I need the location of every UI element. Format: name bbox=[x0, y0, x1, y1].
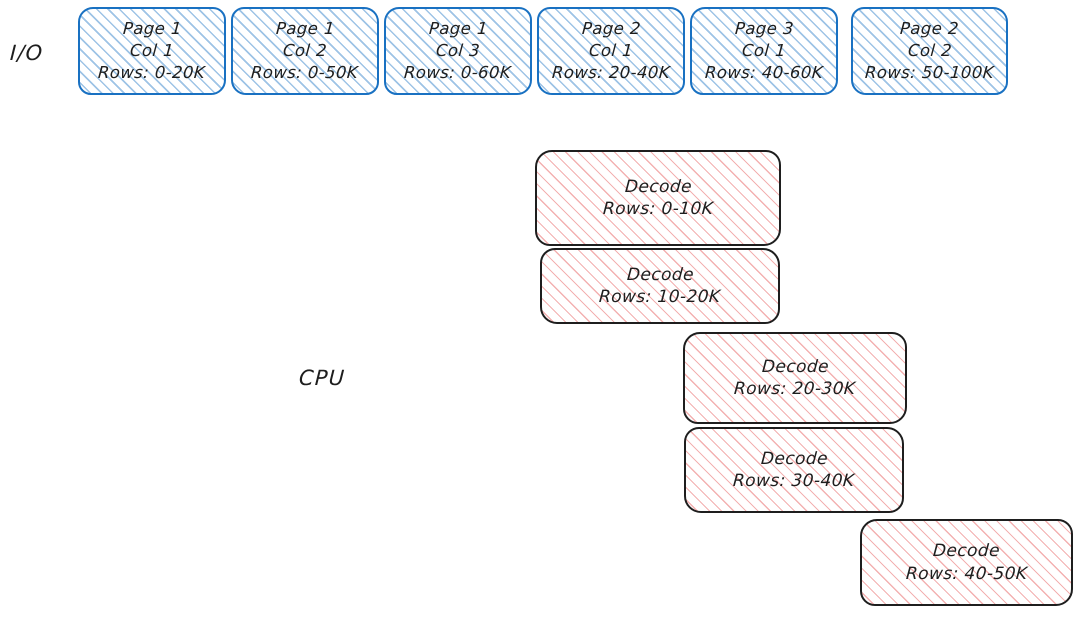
cpu-decode-box[interactable]: Decode Rows: 30-40K bbox=[684, 427, 904, 513]
io-task-page: Page 2 bbox=[580, 19, 642, 39]
cpu-decode-rows: Rows: 10-20K bbox=[598, 287, 722, 307]
io-task-col: Col 2 bbox=[906, 41, 953, 61]
io-task-box[interactable]: Page 2 Col 1 Rows: 20-40K bbox=[537, 7, 685, 95]
io-task-col: Col 1 bbox=[741, 41, 787, 61]
io-task-box[interactable]: Page 1 Col 1 Rows: 0-20K bbox=[78, 7, 226, 95]
cpu-decode-box[interactable]: Decode Rows: 20-30K bbox=[683, 332, 907, 424]
io-task-box[interactable]: Page 2 Col 2 Rows: 50-100K bbox=[851, 7, 1008, 95]
io-task-col: Col 1 bbox=[129, 41, 175, 61]
cpu-decode-op: Decode bbox=[932, 541, 1001, 562]
io-task-rows: Rows: 50-100K bbox=[864, 63, 995, 83]
cpu-decode-rows: Rows: 30-40K bbox=[732, 471, 856, 491]
io-task-box[interactable]: Page 1 Col 3 Rows: 0-60K bbox=[384, 7, 532, 95]
io-task-rows: Rows: 40-60K bbox=[704, 63, 824, 83]
cpu-decode-op: Decode bbox=[623, 176, 693, 197]
io-task-page: Page 1 bbox=[121, 19, 183, 39]
cpu-decode-op: Decode bbox=[760, 356, 830, 377]
io-task-rows: Rows: 0-60K bbox=[403, 63, 513, 83]
cpu-decode-box[interactable]: Decode Rows: 0-10K bbox=[535, 150, 781, 246]
io-task-rows: Rows: 0-20K bbox=[97, 63, 207, 83]
cpu-decode-box[interactable]: Decode Rows: 40-50K bbox=[860, 519, 1073, 606]
cpu-decode-op: Decode bbox=[759, 448, 829, 469]
io-lane-label: I/O bbox=[9, 41, 45, 65]
io-task-col: Col 1 bbox=[588, 41, 634, 61]
io-task-page: Page 1 bbox=[274, 19, 336, 39]
cpu-decode-rows: Rows: 20-30K bbox=[733, 379, 857, 399]
cpu-decode-rows: Rows: 40-50K bbox=[905, 563, 1028, 584]
cpu-decode-rows: Rows: 0-10K bbox=[602, 199, 714, 219]
io-task-page: Page 1 bbox=[427, 19, 489, 39]
io-task-rows: Rows: 20-40K bbox=[551, 63, 671, 83]
io-task-box[interactable]: Page 1 Col 2 Rows: 0-50K bbox=[231, 7, 379, 95]
cpu-decode-op: Decode bbox=[625, 264, 695, 285]
io-task-page: Page 3 bbox=[733, 19, 795, 39]
io-task-col: Col 3 bbox=[435, 41, 481, 61]
cpu-lane-label: CPU bbox=[298, 366, 346, 390]
cpu-decode-box[interactable]: Decode Rows: 10-20K bbox=[540, 248, 780, 324]
io-task-col: Col 2 bbox=[282, 41, 328, 61]
io-task-rows: Rows: 0-50K bbox=[250, 63, 360, 83]
io-task-page: Page 2 bbox=[899, 19, 960, 39]
io-task-box[interactable]: Page 3 Col 1 Rows: 40-60K bbox=[690, 7, 838, 95]
